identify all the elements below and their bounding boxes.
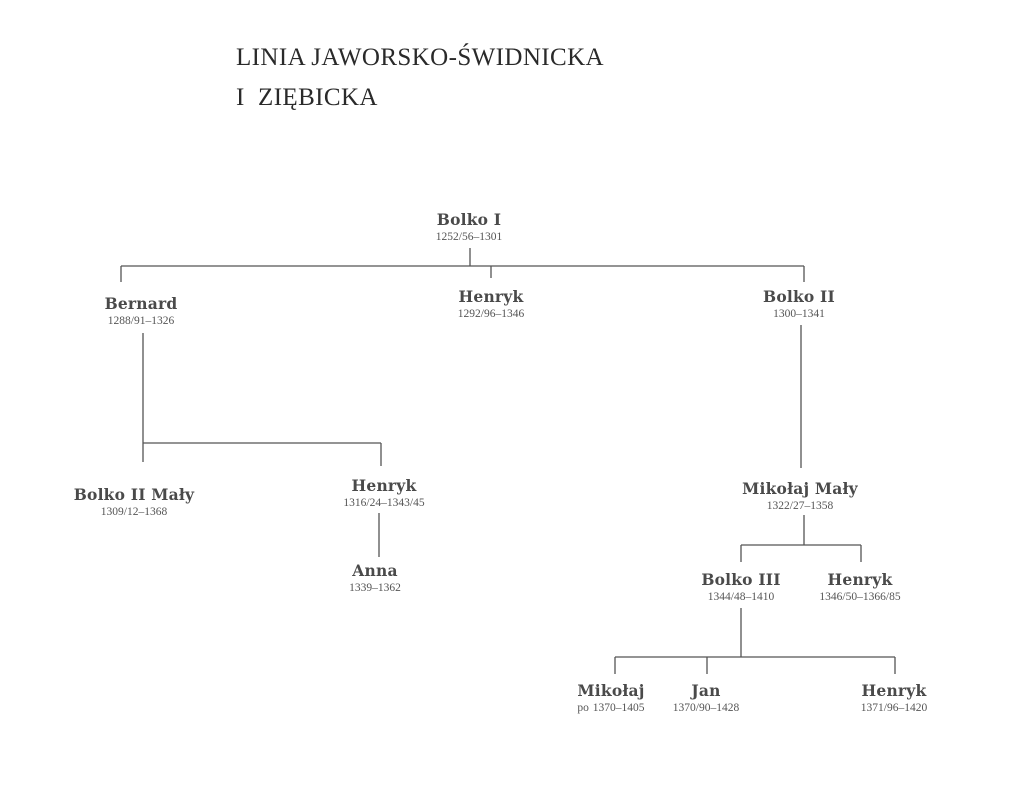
- person-dates: 1252/56–1301: [435, 230, 503, 243]
- person-dates: po 1370–1405: [577, 701, 645, 714]
- person-jan: Jan 1370/90–1428: [673, 683, 739, 714]
- person-name: Henryk: [861, 681, 927, 700]
- person-dates: 1300–1341: [773, 307, 825, 320]
- person-dates: 1322/27–1358: [766, 499, 834, 512]
- person-name: Bolko III: [701, 570, 781, 589]
- person-name: Anna: [352, 561, 398, 580]
- person-anna: Anna 1339–1362: [349, 563, 401, 594]
- person-dates: 1288/91–1326: [107, 314, 175, 327]
- person-bolko-ii: Bolko II 1300–1341: [763, 289, 835, 320]
- person-name: Bolko I: [436, 210, 502, 229]
- person-bolko-iii: Bolko III 1344/48–1410: [701, 572, 780, 603]
- person-henryk-2: Henryk 1316/24–1343/45: [343, 478, 424, 509]
- person-dates: 1344/48–1410: [707, 590, 775, 603]
- person-henryk-4: Henryk 1371/96–1420: [861, 683, 927, 714]
- person-dates: 1309/12–1368: [100, 505, 168, 518]
- person-bolko-ii-maly: Bolko II Mały 1309/12–1368: [74, 487, 194, 518]
- person-name: Bolko II: [763, 287, 835, 306]
- person-henryk-1: Henryk 1292/96–1346: [458, 289, 524, 320]
- person-name: Henryk: [351, 476, 417, 495]
- person-name: Mikołaj Mały: [742, 479, 858, 498]
- person-name: Henryk: [827, 570, 893, 589]
- person-name: Henryk: [458, 287, 524, 306]
- person-bolko-i: Bolko I 1252/56–1301: [436, 212, 502, 243]
- person-dates: 1370/90–1428: [672, 701, 740, 714]
- person-dates: 1339–1362: [349, 581, 401, 594]
- person-name: Jan: [691, 681, 721, 700]
- person-dates: 1346/50–1366/85: [819, 590, 901, 603]
- person-mikolaj-maly: Mikołaj Mały 1322/27–1358: [742, 481, 858, 512]
- person-dates: 1371/96–1420: [860, 701, 928, 714]
- person-dates: 1316/24–1343/45: [343, 496, 425, 509]
- page-title-line-2: I ZIĘBICKA: [236, 84, 378, 111]
- person-mikolaj: Mikołaj po 1370–1405: [577, 683, 644, 714]
- person-name: Bernard: [104, 294, 178, 313]
- person-name: Mikołaj: [577, 681, 645, 700]
- person-henryk-3: Henryk 1346/50–1366/85: [819, 572, 900, 603]
- person-name: Bolko II Mały: [73, 485, 195, 504]
- page-title-line-1: LINIA JAWORSKO-ŚWIDNICKA: [236, 44, 604, 71]
- person-bernard: Bernard 1288/91–1326: [105, 296, 178, 327]
- person-dates: 1292/96–1346: [457, 307, 525, 320]
